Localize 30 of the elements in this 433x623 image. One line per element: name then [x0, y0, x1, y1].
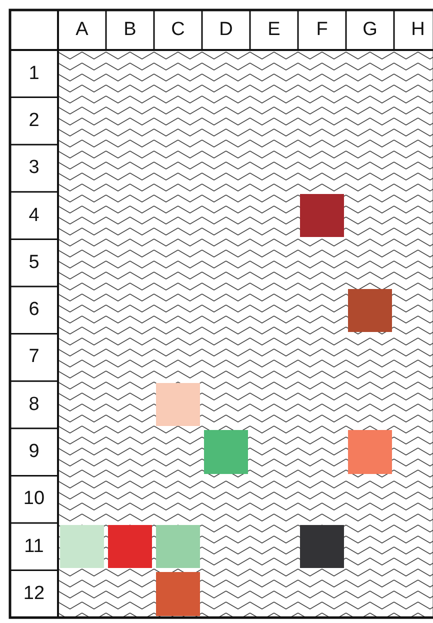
colored-square	[300, 525, 344, 568]
colored-square	[300, 194, 344, 238]
row-number: 2	[28, 110, 40, 132]
column-letter: D	[219, 19, 233, 41]
colored-square	[204, 430, 248, 474]
row-number: 11	[24, 536, 44, 558]
row-number: 8	[28, 394, 40, 416]
column-letter: C	[171, 19, 185, 41]
column-letter: G	[362, 19, 378, 41]
colored-square	[348, 430, 392, 474]
colored-square	[156, 383, 200, 426]
colored-square	[108, 525, 152, 568]
row-number: 12	[23, 582, 45, 605]
column-letter: H	[411, 19, 425, 41]
row-number: 6	[28, 299, 40, 322]
row-number: 1	[28, 62, 40, 85]
column-letter: F	[316, 19, 328, 41]
row-number: 4	[28, 204, 40, 227]
row-number: 9	[28, 441, 40, 464]
colored-square	[60, 525, 104, 568]
row-number: 10	[23, 488, 45, 510]
column-letter: A	[76, 19, 88, 41]
column-letter: B	[124, 19, 136, 41]
column-letter: E	[268, 19, 280, 41]
row-number: 5	[28, 252, 40, 274]
colored-square	[156, 572, 200, 616]
row-number: 7	[28, 346, 40, 368]
row-number: 3	[28, 157, 40, 180]
colored-square	[156, 525, 200, 568]
colored-square	[348, 288, 392, 332]
